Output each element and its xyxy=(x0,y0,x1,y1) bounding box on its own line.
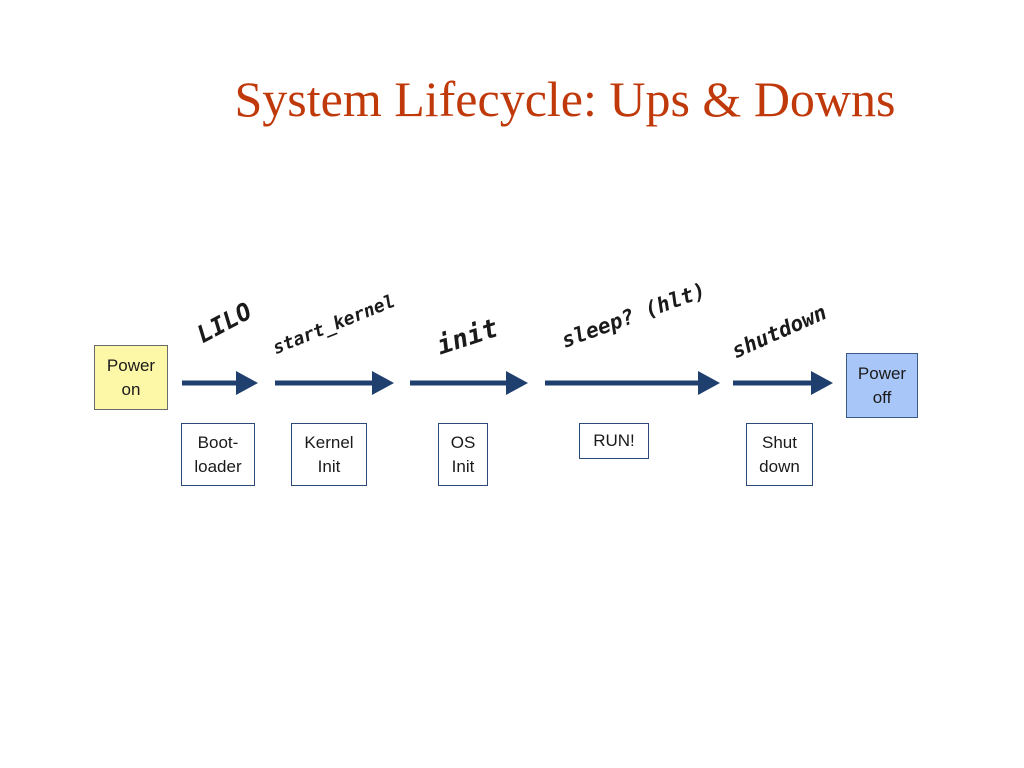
flow-arrowhead-4 xyxy=(698,371,720,395)
flow-arrowhead-1 xyxy=(236,371,258,395)
power-off-node: Power off xyxy=(846,353,918,418)
stage-box-2: Kernel Init xyxy=(291,423,367,486)
stage-box-5: Shut down xyxy=(746,423,813,486)
slide-title: System Lifecycle: Ups & Downs xyxy=(234,71,896,127)
flow-arrowhead-2 xyxy=(372,371,394,395)
stage-box-4: RUN! xyxy=(579,423,649,459)
flow-arrowhead-5 xyxy=(811,371,833,395)
arrows-layer xyxy=(182,371,833,395)
flow-arrowhead-3 xyxy=(506,371,528,395)
step-label-1: LILO xyxy=(192,297,256,349)
stage-box-3: OS Init xyxy=(438,423,488,486)
stage-box-1: Boot- loader xyxy=(181,423,255,486)
step-label-3: init xyxy=(433,313,502,361)
power-on-node: Power on xyxy=(94,345,168,410)
step-label-2: start_kernel xyxy=(270,291,398,359)
step-labels-layer: LILO start_kernel init sleep? (hlt) shutdown xyxy=(192,278,830,363)
step-label-4: sleep? (hlt) xyxy=(558,278,709,352)
step-label-5: shutdown xyxy=(728,300,830,363)
